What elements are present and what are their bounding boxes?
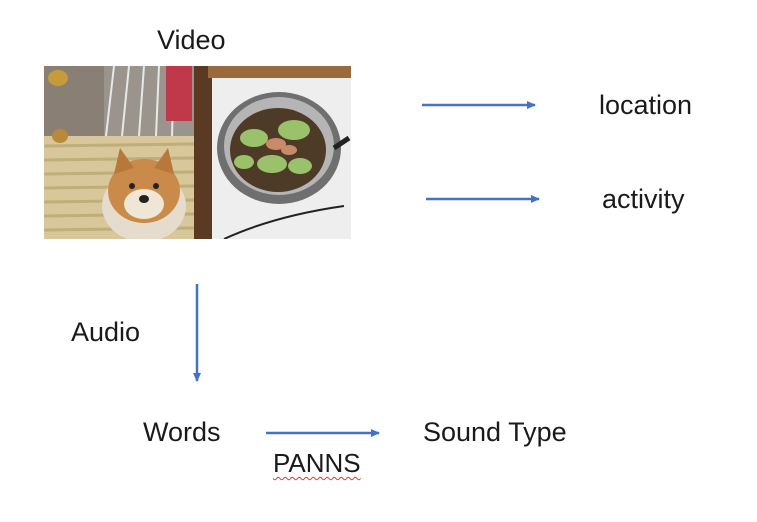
- activity-label: activity: [602, 184, 685, 214]
- audio-label: Audio: [71, 317, 141, 347]
- location-label: location: [599, 90, 693, 120]
- video-label: Video: [157, 25, 226, 55]
- panns-label: PANNS: [273, 448, 361, 478]
- video-frame-image: [44, 66, 351, 239]
- shiba-dog-food-bowl-image: [44, 66, 351, 239]
- words-label: Words: [143, 417, 221, 447]
- sound-type-label: Sound Type: [423, 417, 567, 447]
